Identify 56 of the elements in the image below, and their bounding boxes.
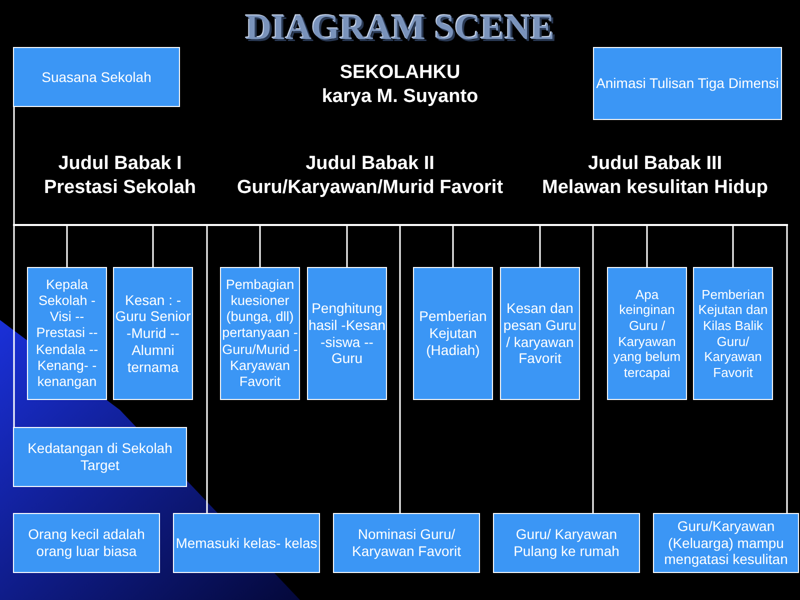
box-text: Guru/Karyawan (Keluarga) mampu mengatasi kesulitan [663,518,789,568]
act-heading: Judul Babak III [588,153,722,176]
box-text: Kesan : - Guru Senior -Murid -- Alumni ternama [114,292,192,376]
scene-box [593,47,782,120]
box-text: Animasi Tulisan Tiga Dimensi [596,75,779,92]
connector-line [539,226,541,267]
box-text: Suasana Sekolah [42,68,152,86]
act-heading: Guru/Karyawan/Murid Favorit [236,177,504,200]
scene-box [113,267,193,400]
act-heading: Melawan kesulitan Hidup [542,177,768,200]
scene-box [607,267,687,400]
box-text: Nominasi Guru/ Karyawan Favorit [351,526,462,560]
heading-text: karya M. Suyanto [322,86,478,109]
scene-box [413,267,493,400]
scene-box [173,513,320,573]
connector-line [66,226,68,267]
box-text: Pemberian Kejutan dan Kilas Balik Guru/ Karyawan Favorit [697,286,769,380]
box-text: Guru/ Karyawan Pulang ke rumah [512,526,620,560]
scene-box [220,267,300,400]
box-text: Memasuki kelas- kelas [176,534,318,552]
connector-line [206,226,208,513]
scene-box [500,267,580,400]
scene-box [13,427,187,487]
connector-line [452,226,454,267]
scene-box [653,513,799,573]
box-text: Kesan dan pesan Guru / karyawan Favorit [502,300,578,368]
box-text: Kepala Sekolah -Visi -- Prestasi -- Kendala -- Kenang- -kenangan [34,276,100,390]
box-text: Kedatangan di Sekolah Target [26,440,174,474]
box-text: Penghitung hasil -Kesan -siswa --Guru [308,300,386,368]
heading-text: SEKOLAHKU [340,62,460,85]
connector-line [259,226,261,267]
connector-line [732,226,734,267]
box-text: Orang kecil adalah orang luar biasa [27,526,146,560]
scene-box [307,267,387,400]
connector-line [786,226,788,513]
connector-line [152,226,154,267]
box-text: Pemberian Kejutan (Hadiah) [418,308,488,359]
scene-box [13,513,160,573]
scene-box [493,513,640,573]
connector-line [13,107,15,224]
act-heading: Judul Babak II [306,153,434,176]
scene-box [693,267,773,400]
box-text: Apa keinginan Guru / Karyawan yang belum tercapai [612,286,682,380]
scene-box [13,47,180,107]
connector-line [13,226,15,427]
connector-line [399,226,401,513]
connector-line [592,226,594,513]
connector-line [646,226,648,267]
scene-box [27,267,107,400]
box-text: Pembagian kuesioner (bunga, dll) pertanyaan -Guru/Murid -Karyawan Favorit [221,276,299,390]
scene-box [333,513,480,573]
act-heading: Prestasi Sekolah [44,177,196,200]
act-heading: Judul Babak I [58,153,182,176]
connector-line [346,226,348,267]
connector-bar [13,224,788,226]
diagram-title: DIAGRAM SCENE [245,7,555,47]
